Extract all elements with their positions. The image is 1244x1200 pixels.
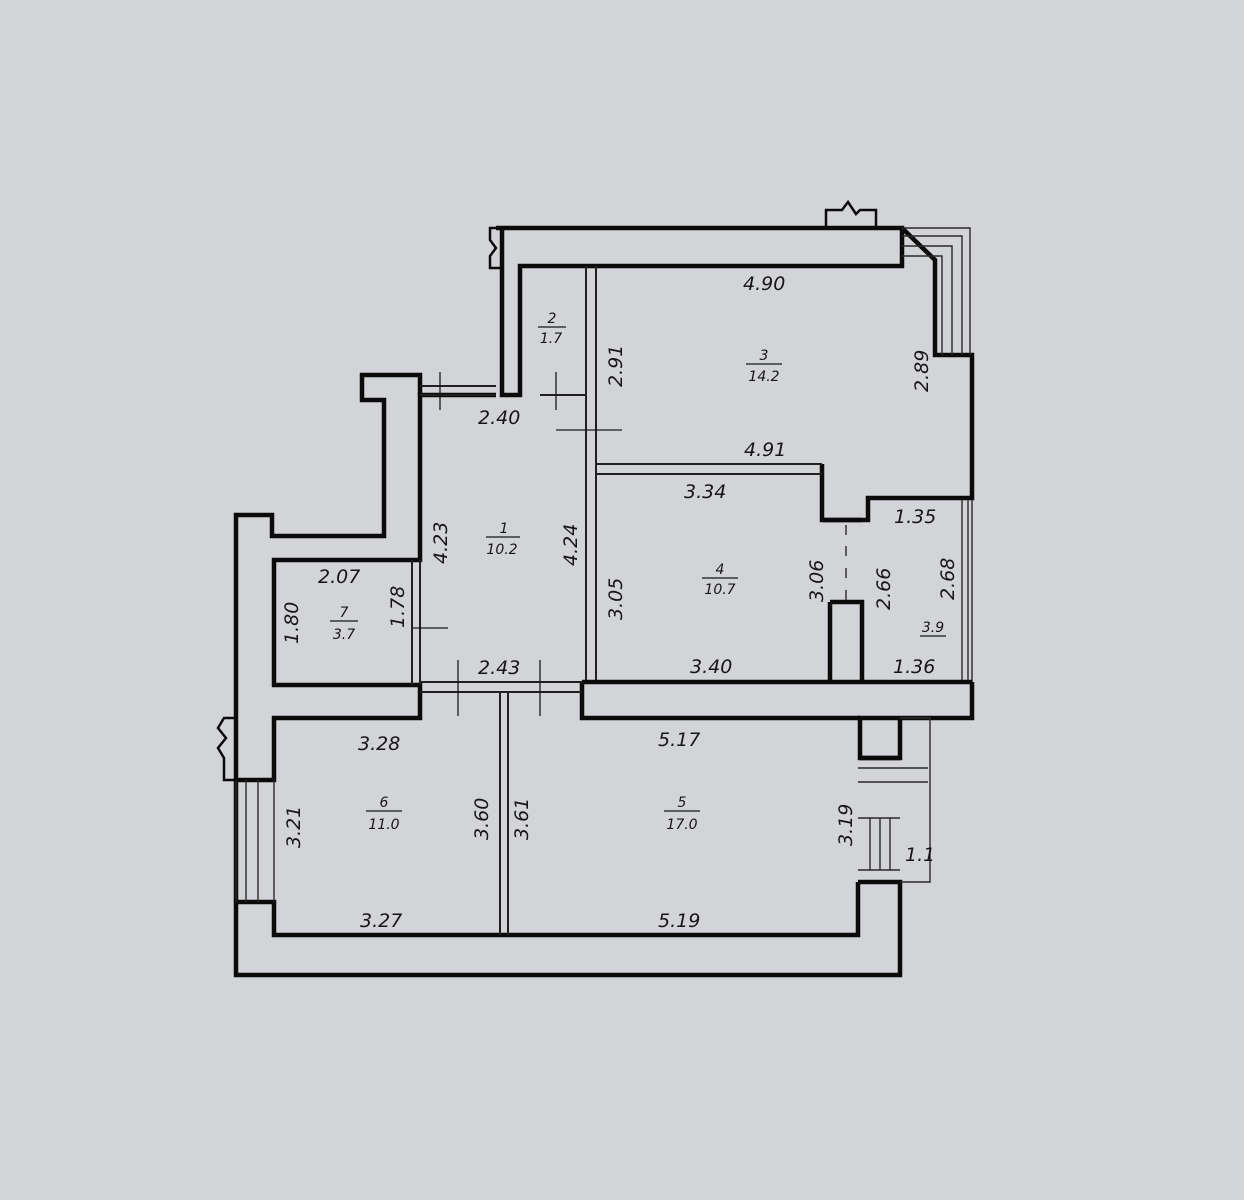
balcony-label: 3.9 — [920, 620, 946, 637]
dim-room6-left: 3.21 — [283, 806, 305, 848]
room-5-area: 17.0 — [666, 817, 697, 833]
dim-balcony-top: 1.35 — [894, 506, 936, 528]
room-1-area: 10.2 — [486, 542, 517, 558]
dim-room5-bottom: 5.19 — [658, 910, 700, 932]
dim-window-depth: 1.1 — [905, 844, 935, 866]
dim-room6-right: 3.60 — [471, 798, 493, 840]
dim-room5-top: 5.17 — [658, 729, 700, 751]
room-1-label: 1 10.2 — [486, 521, 520, 558]
dim-room6-bottom: 3.27 — [360, 910, 402, 932]
room-7-number: 7 — [340, 605, 349, 621]
room-3-number: 3 — [760, 348, 769, 364]
room-4-area: 10.7 — [704, 582, 735, 598]
dim-room3-bottom: 4.91 — [744, 439, 786, 461]
room-7-area: 3.7 — [333, 627, 355, 643]
dim-balcony-left: 2.66 — [873, 568, 895, 610]
room-1-number: 1 — [500, 521, 509, 537]
balcony-area: 3.9 — [922, 620, 944, 636]
room-5-number: 5 — [678, 795, 687, 811]
dim-room5-right: 3.19 — [835, 804, 857, 846]
dim-balcony-right: 2.68 — [937, 558, 959, 600]
dim-room4-right: 3.06 — [806, 560, 828, 602]
dim-room1-top: 2.40 — [478, 407, 520, 429]
room-4-label: 4 10.7 — [702, 562, 738, 598]
dim-room4-bottom: 3.40 — [690, 656, 732, 678]
dim-room1-right: 4.24 — [560, 524, 582, 566]
interior-partitions — [411, 266, 972, 935]
room-2-area: 1.7 — [540, 331, 562, 347]
dim-corridor-bottom: 2.43 — [478, 657, 520, 679]
dim-room1-left: 4.23 — [430, 522, 452, 564]
room-labels: 1 10.2 2 1.7 3 14.2 4 10.7 5 17.0 — [330, 311, 946, 833]
exterior-walls — [216, 199, 975, 978]
room-6-number: 6 — [380, 795, 389, 811]
room-7-label: 7 3.7 — [330, 605, 358, 643]
dim-room4-top: 3.34 — [684, 481, 726, 503]
room-2-number: 2 — [548, 311, 557, 327]
room-3-label: 3 14.2 — [746, 348, 782, 385]
dim-balcony-bottom: 1.36 — [893, 656, 935, 678]
dim-room7-top: 2.07 — [318, 566, 360, 588]
dim-room3-right: 2.89 — [911, 350, 933, 392]
room-3-area: 14.2 — [748, 369, 779, 385]
room-5-label: 5 17.0 — [664, 795, 700, 833]
dim-room5-left: 3.61 — [511, 798, 533, 840]
dim-room7-right: 1.78 — [387, 586, 409, 628]
dimension-labels: 4.90 2.91 2.89 4.91 2.40 4.23 4.24 3.34 … — [281, 273, 959, 932]
dim-room3-top: 4.90 — [743, 273, 785, 295]
dim-room7-left: 1.80 — [281, 602, 303, 644]
dim-room4-left: 3.05 — [605, 578, 627, 620]
dim-room2-height: 2.91 — [605, 345, 627, 387]
room-6-label: 6 11.0 — [366, 795, 402, 833]
room-2-label: 2 1.7 — [538, 311, 566, 347]
dim-room6-top: 3.28 — [358, 733, 400, 755]
room-6-area: 11.0 — [368, 817, 399, 833]
room-4-number: 4 — [716, 562, 725, 578]
